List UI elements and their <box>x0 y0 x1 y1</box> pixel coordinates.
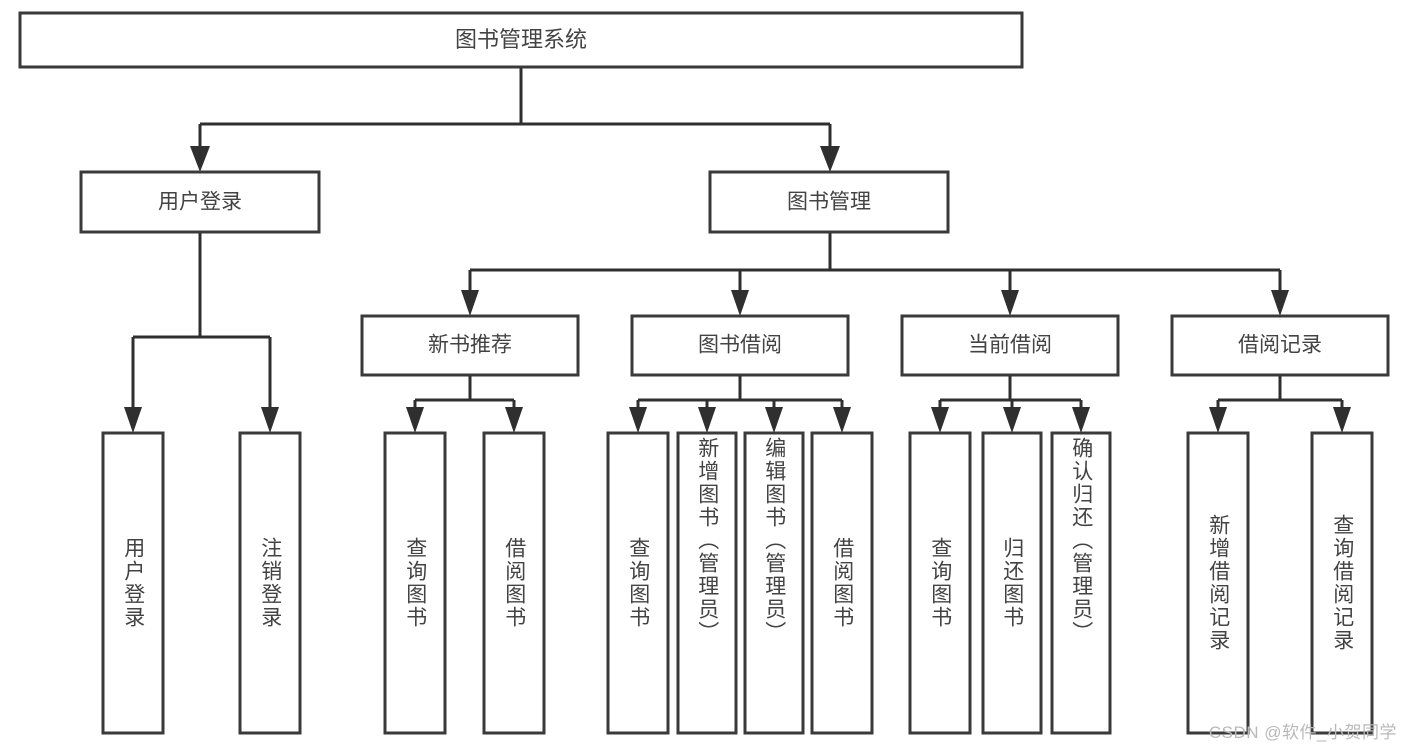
node-box-root[interactable] <box>18 11 1024 69</box>
arrow-head-borrow-leaf-4 <box>833 407 851 433</box>
node-label-current-borrow: 当前借阅 <box>968 334 1052 357</box>
arrow-head-new-book-rec <box>461 290 479 316</box>
arrow-head-borrow-leaf-1 <box>629 407 647 433</box>
node-box-leaf-query-book-borrow[interactable] <box>606 431 670 735</box>
node-box-leaf-query-borrow-record[interactable] <box>1310 431 1374 735</box>
node-box-leaf-query-book-newrec[interactable] <box>383 431 447 735</box>
node-label-book-borrow: 图书借阅 <box>698 334 782 357</box>
arrow-head-current-borrow <box>1001 290 1019 316</box>
node-box-leaf-query-book-current[interactable] <box>908 431 972 735</box>
node-label-book-management: 图书管理 <box>787 191 871 214</box>
node-box-leaf-user-login[interactable] <box>101 431 165 735</box>
node-box-leaf-borrow-book[interactable] <box>810 431 874 735</box>
node-box-current-borrow[interactable] <box>900 314 1120 377</box>
node-box-leaf-logout[interactable] <box>238 431 302 735</box>
node-box-leaf-borrow-book-newrec[interactable] <box>482 431 546 735</box>
arrow-head-current-leaf-2 <box>1003 407 1021 433</box>
node-box-user-login[interactable] <box>79 170 321 234</box>
arrow-head-record-leaf-2 <box>1333 407 1351 433</box>
arrow-head-newbook-leaf-1 <box>406 407 424 433</box>
node-label-new-book-recommend: 新书推荐 <box>428 334 512 357</box>
arrow-head-newbook-leaf-2 <box>505 407 523 433</box>
arrow-head-borrow-leaf-2 <box>698 407 716 433</box>
csdn-watermark: CSDN @软件_小贺同学 <box>1208 723 1397 742</box>
arrow-head-user-login <box>190 146 210 172</box>
node-box-new-book-recommend[interactable] <box>360 314 580 377</box>
node-box-leaf-edit-book-admin[interactable] <box>743 431 805 735</box>
arrow-head-book-borrow <box>731 290 749 316</box>
node-layer: 图书管理系统 用户登录 图书管理 新书推荐 图书借阅 当前借阅 借阅记录 <box>18 11 1390 735</box>
arrow-head-current-leaf-3 <box>1072 407 1090 433</box>
arrow-head-book-mgmt <box>820 146 840 172</box>
node-box-leaf-add-borrow-record[interactable] <box>1186 431 1250 735</box>
node-box-leaf-add-book-admin[interactable] <box>676 431 738 735</box>
arrow-head-record-leaf-1 <box>1209 407 1227 433</box>
arrow-head-leaf-user-login <box>124 407 142 433</box>
node-box-book-management[interactable] <box>708 170 950 234</box>
arrow-head-borrow-leaf-3 <box>765 407 783 433</box>
arrow-head-leaf-logout <box>261 407 279 433</box>
node-box-book-borrow[interactable] <box>630 314 850 377</box>
node-box-borrow-record[interactable] <box>1170 314 1390 377</box>
node-box-leaf-confirm-return-admin[interactable] <box>1050 431 1112 735</box>
node-label-user-login: 用户登录 <box>158 191 242 214</box>
connector-layer <box>124 67 1351 433</box>
arrow-head-current-leaf-1 <box>931 407 949 433</box>
node-box-leaf-return-book[interactable] <box>981 431 1043 735</box>
node-label-borrow-record: 借阅记录 <box>1238 334 1322 357</box>
arrow-head-borrow-record <box>1271 290 1289 316</box>
node-label-root: 图书管理系统 <box>455 27 587 52</box>
